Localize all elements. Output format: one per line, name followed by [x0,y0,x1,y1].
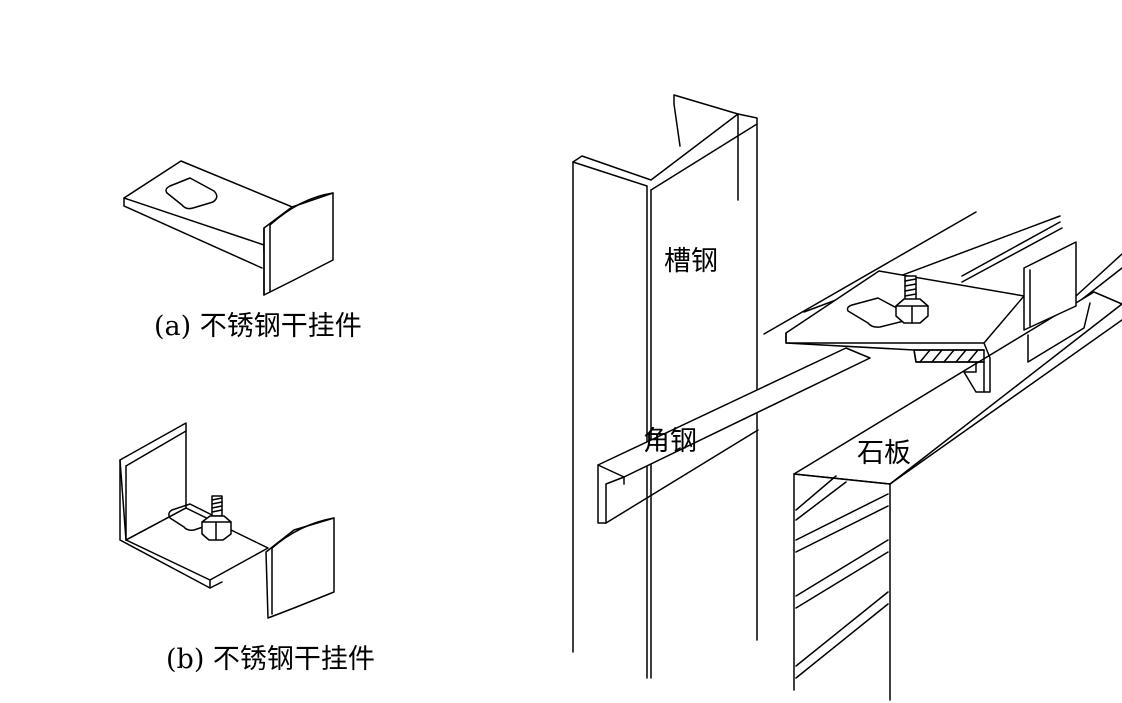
caption-b: (b) 不锈钢干挂件 [166,644,375,675]
clip-b [119,422,335,619]
clip-b-bolt [201,495,232,541]
clip-a-slot [165,177,218,210]
clip-b-plate [125,507,269,581]
label-stone-slab: 石板 [857,438,911,469]
clip-a [123,160,334,296]
label-channel-steel: 槽钢 [664,246,718,277]
caption-a: (a) 不锈钢干挂件 [154,311,362,342]
assembly [572,94,1122,701]
channel-steel [572,94,758,679]
label-angle-steel: 角钢 [643,426,697,457]
clip-b-front-upright [265,517,335,619]
angle-steel [597,347,871,524]
angle-steel-top [597,347,871,478]
stone-slab [793,291,1122,701]
assembly-clip [785,241,1091,393]
assembly-clip-upright [1023,241,1077,331]
